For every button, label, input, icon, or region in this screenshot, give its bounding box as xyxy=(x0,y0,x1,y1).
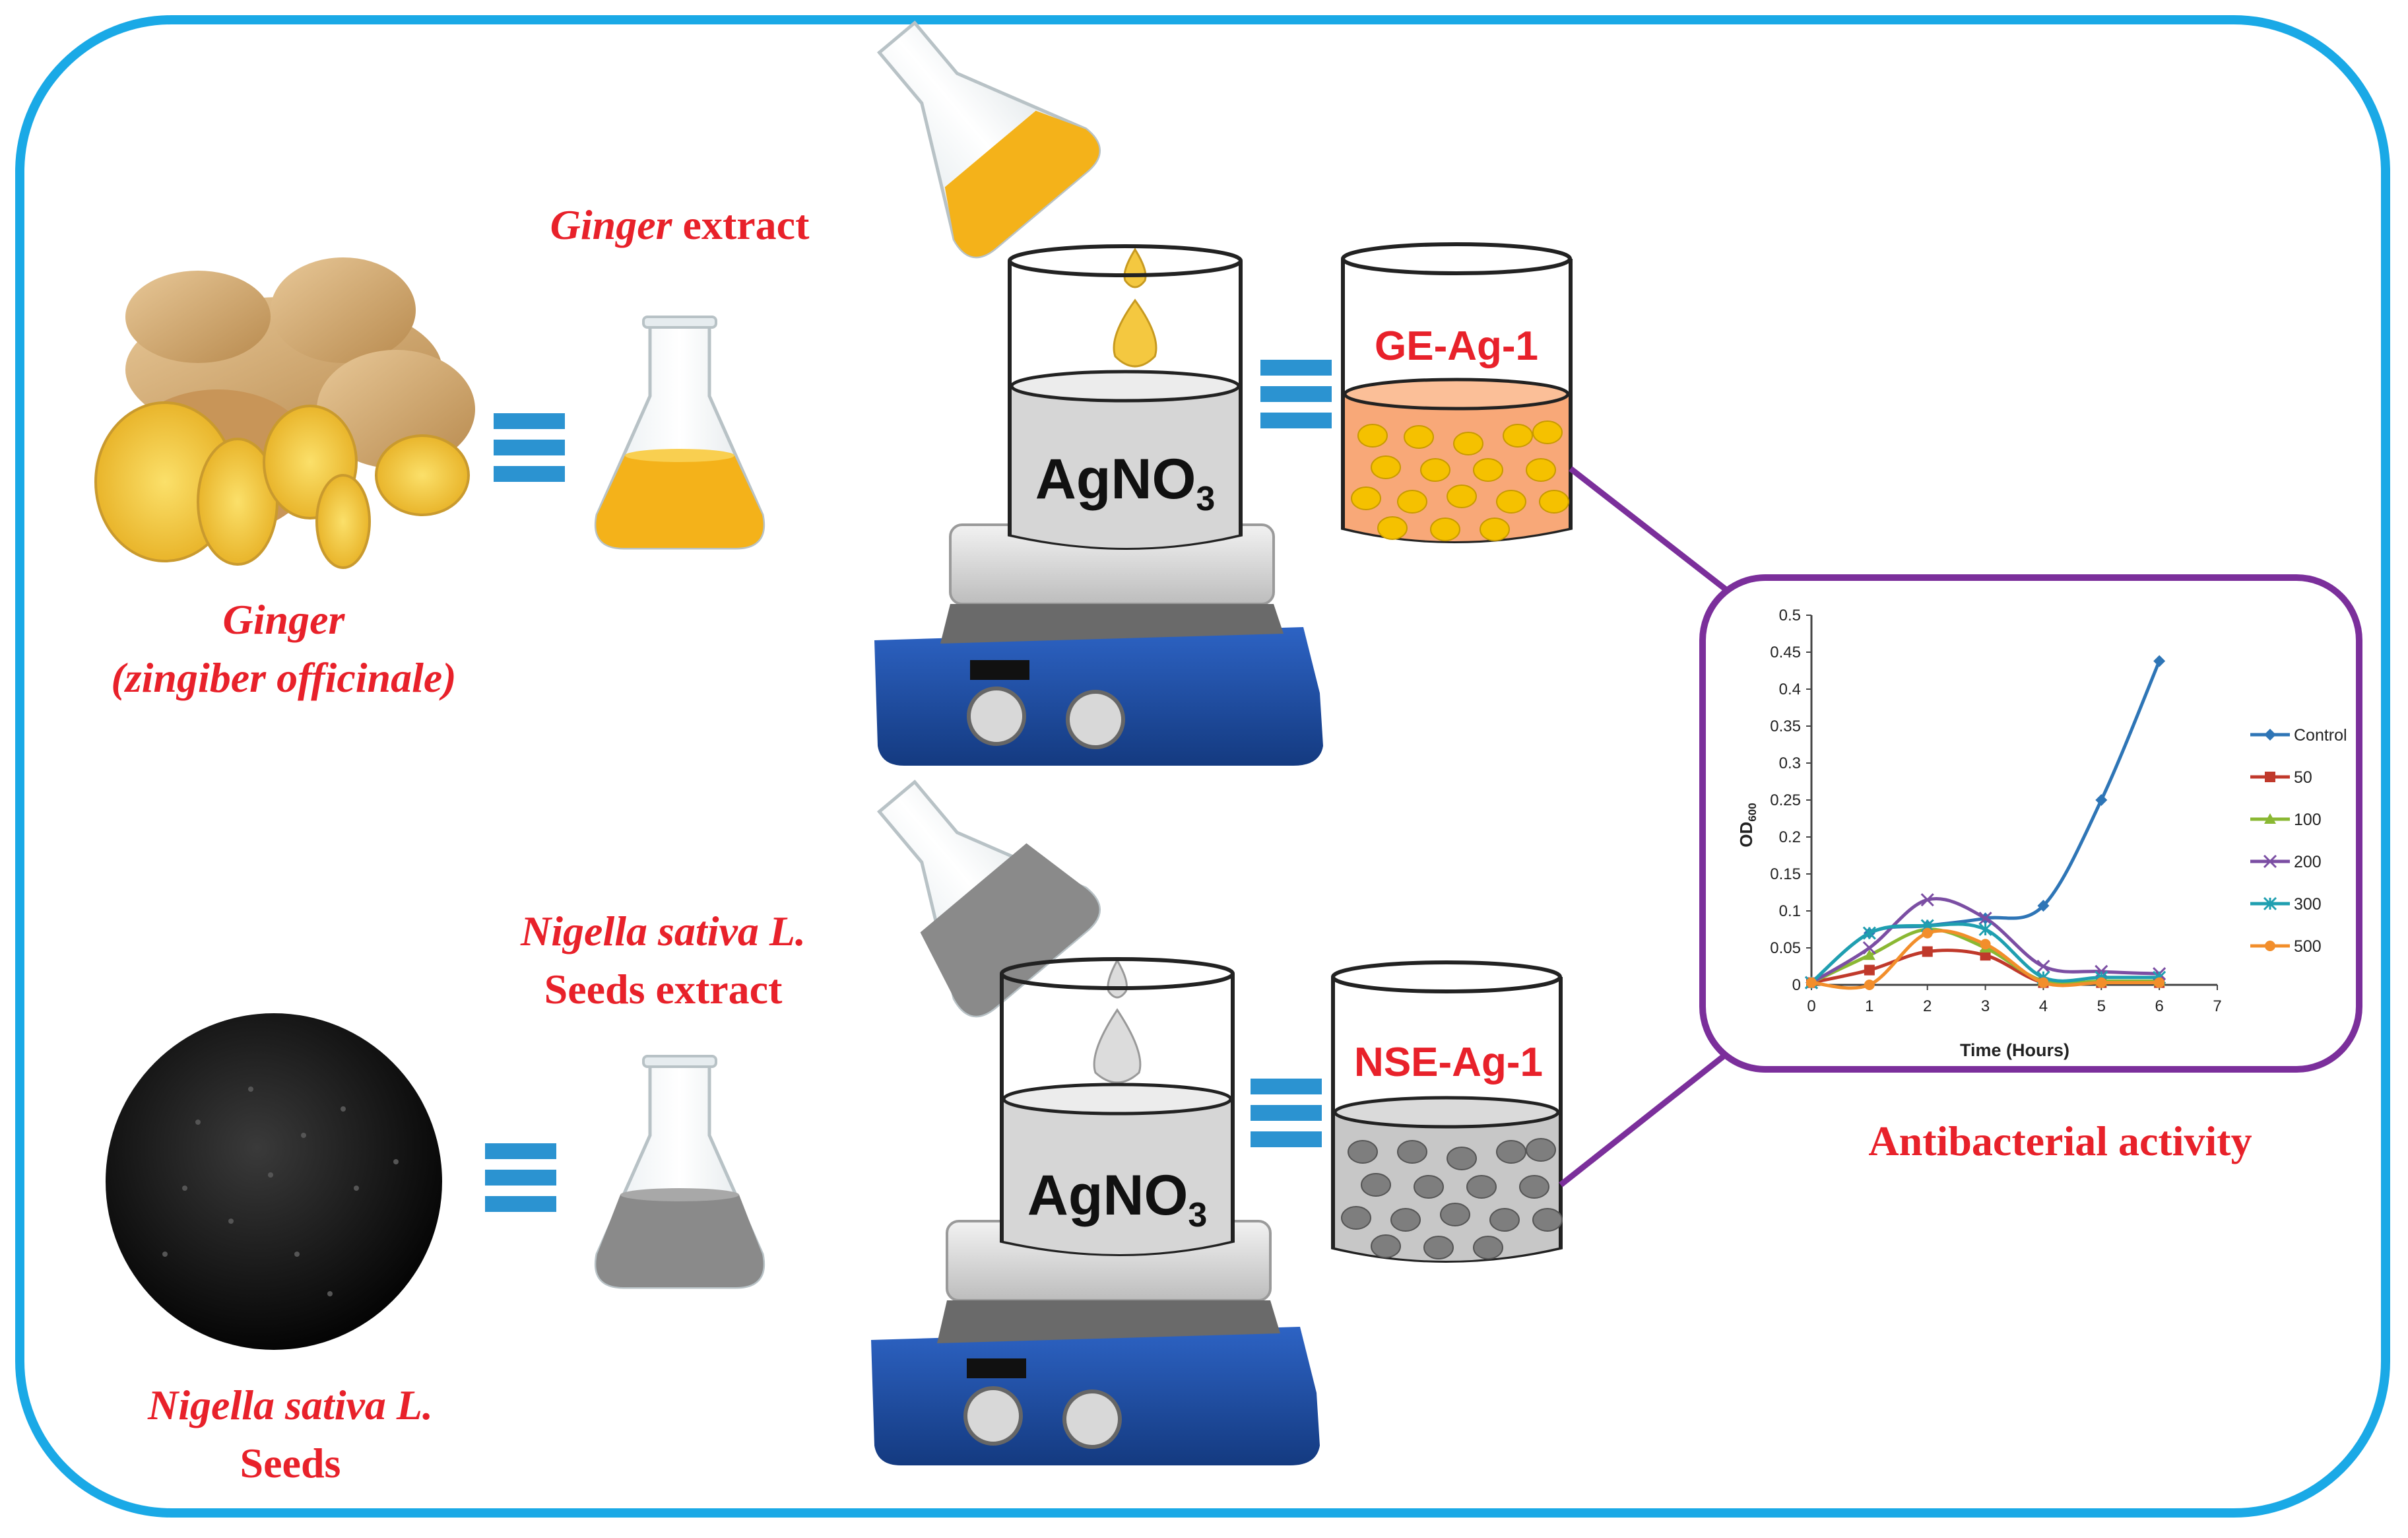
equals-icon xyxy=(494,413,565,482)
legend-label: 200 xyxy=(2294,853,2322,871)
chart-data-point xyxy=(2038,977,2049,988)
legend-marker xyxy=(2265,941,2275,951)
legend-marker xyxy=(2263,896,2277,911)
ginger-reagent-label: AgNO3 xyxy=(1035,448,1216,518)
legend-label: 500 xyxy=(2294,937,2322,956)
chart-data-point xyxy=(2037,900,2050,912)
chart-y-axis-label: OD600 xyxy=(1736,803,1759,847)
chart-data-point xyxy=(1980,950,1991,961)
chart-data-point xyxy=(1922,927,1933,939)
chart-series xyxy=(1804,655,2166,990)
chart-x-tick-label: 6 xyxy=(2155,997,2163,1015)
legend-label: 100 xyxy=(2294,811,2322,829)
legend-marker xyxy=(2264,729,2276,741)
legend-label: 50 xyxy=(2294,768,2312,787)
chart-data-point xyxy=(1864,980,1875,990)
chart-y-tick-label: 0.25 xyxy=(1770,791,1801,809)
chart-data-point xyxy=(1806,977,1817,988)
chart-data-point xyxy=(2095,794,2108,806)
chart-data-point xyxy=(1862,941,1876,955)
nigella-name-line2: Seeds xyxy=(240,1440,341,1487)
chart-data-point xyxy=(2096,977,2107,988)
nigella-agno3-beaker xyxy=(1000,957,1235,1256)
chart-y-tick-label: 0.4 xyxy=(1779,681,1801,698)
equals-icon xyxy=(1251,1079,1322,1147)
chart-x-tick-label: 7 xyxy=(2213,997,2221,1015)
ginger-pouring-flask-icon xyxy=(876,20,1101,259)
ginger-hotplate-stirrer-icon xyxy=(874,523,1323,766)
ginger-name: Ginger xyxy=(223,596,346,643)
chart-data-point xyxy=(1862,926,1876,940)
legend-marker xyxy=(2265,772,2275,782)
antibacterial-activity-label: Antibacterial activity xyxy=(1868,1118,2252,1164)
ginger-agno3-beaker xyxy=(1008,244,1243,550)
chart-data-point xyxy=(1978,922,1992,937)
chart-y-tick-label: 0.45 xyxy=(1770,644,1801,661)
nigella-reagent-label: AgNO3 xyxy=(1027,1164,1208,1234)
chart-data-point xyxy=(2153,655,2166,667)
chart-y-tick-label: 0.5 xyxy=(1779,607,1801,624)
chart-data-point xyxy=(1864,964,1875,976)
nse-ag-1-nanoparticles xyxy=(1341,1138,1563,1259)
chart-data-point xyxy=(1863,949,1875,960)
ginger-extract-label: Ginger extract xyxy=(550,201,810,248)
chart-data-point xyxy=(1920,893,1934,907)
chart-x-axis-label: Time (Hours) xyxy=(1960,1040,2069,1060)
outer-frame xyxy=(15,15,2390,1518)
nse-connector-line xyxy=(1559,1034,1751,1187)
nigella-pouring-flask-icon xyxy=(876,780,1101,1018)
legend-marker xyxy=(2263,854,2277,869)
chart-y-tick-label: 0.1 xyxy=(1779,902,1801,920)
ge-ag-1-label: GE-Ag-1 xyxy=(1375,323,1538,369)
nigella-extract-flask-icon xyxy=(594,1055,765,1289)
ge-ag-1-nanoparticles xyxy=(1351,420,1569,541)
chart-x-tick-label: 5 xyxy=(2097,997,2106,1015)
chart-y-tick-label: 0.15 xyxy=(1770,865,1801,883)
chart-data-point xyxy=(1980,939,1991,950)
nigella-name-line1: Nigella sativa L. xyxy=(147,1382,433,1428)
chart-y-tick-label: 0.2 xyxy=(1779,828,1801,846)
chart-x-tick-label: 2 xyxy=(1923,997,1932,1015)
chart-data-point xyxy=(2036,959,2050,974)
legend-label: 300 xyxy=(2294,895,2322,914)
chart-x-tick-label: 4 xyxy=(2039,997,2048,1015)
legend-marker xyxy=(2264,813,2276,824)
chart-axes: 0 1 2 3 4 5 6 7 0 0.05 0.1 0.15 0.2 0.25 0.3 0.35 0.4 0.4… xyxy=(1770,607,2221,1015)
equals-icon xyxy=(1260,360,1332,428)
nigella-hotplate-stirrer-icon xyxy=(871,1220,1320,1465)
equals-icon xyxy=(485,1143,556,1212)
ginger-drops-icon xyxy=(1113,248,1157,368)
ge-connector-line xyxy=(1569,466,1751,610)
nse-ag-1-label: NSE-Ag-1 xyxy=(1354,1040,1543,1085)
nigella-drops-icon xyxy=(1093,958,1142,1084)
chart-panel xyxy=(1699,574,2362,1073)
chart-legend: Control 50 100 200 300 500 xyxy=(2250,726,2347,956)
nigella-extract-label-line2: Seeds extract xyxy=(544,966,783,1013)
chart-data-point xyxy=(1978,912,1992,925)
legend-label: Control xyxy=(2294,726,2347,745)
nigella-extract-label-line1: Nigella sativa L. xyxy=(520,908,806,954)
chart-x-tick-label: 0 xyxy=(1807,997,1815,1015)
nigella-seeds-image xyxy=(106,1013,442,1350)
chart-data-point xyxy=(1922,946,1933,957)
ginger-extract-flask-icon xyxy=(594,316,765,550)
chart-y-tick-label: 0.3 xyxy=(1779,754,1801,772)
antibacterial-line-chart: 0 1 2 3 4 5 6 7 0 0.05 0.1 0.15 0.2 0.25 0.3 0.35 0.4 0.4… xyxy=(1736,607,2347,1060)
ginger-image xyxy=(94,257,475,569)
chart-x-tick-label: 1 xyxy=(1865,997,1873,1015)
chart-y-tick-label: 0.35 xyxy=(1770,718,1801,735)
chart-x-tick-label: 3 xyxy=(1981,997,1990,1015)
chart-data-point xyxy=(2154,977,2165,988)
chart-y-tick-label: 0 xyxy=(1792,976,1801,994)
chart-y-tick-label: 0.05 xyxy=(1770,939,1801,957)
ginger-scientific-name: (zingiber officinale) xyxy=(111,654,456,701)
